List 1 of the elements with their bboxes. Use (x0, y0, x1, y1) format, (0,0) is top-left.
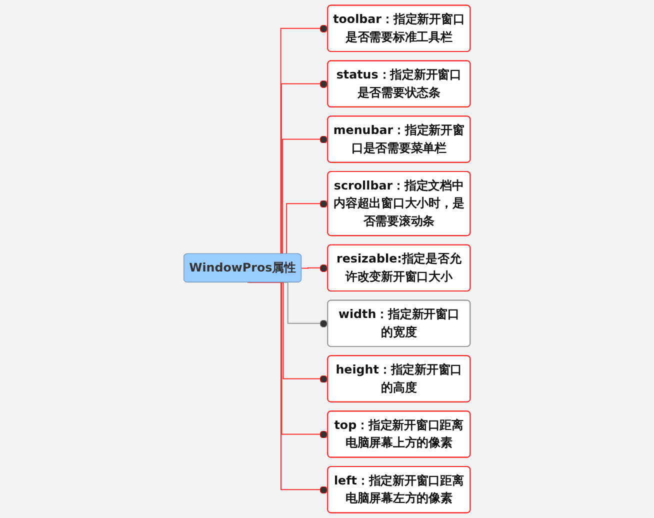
connector (301, 264, 328, 272)
